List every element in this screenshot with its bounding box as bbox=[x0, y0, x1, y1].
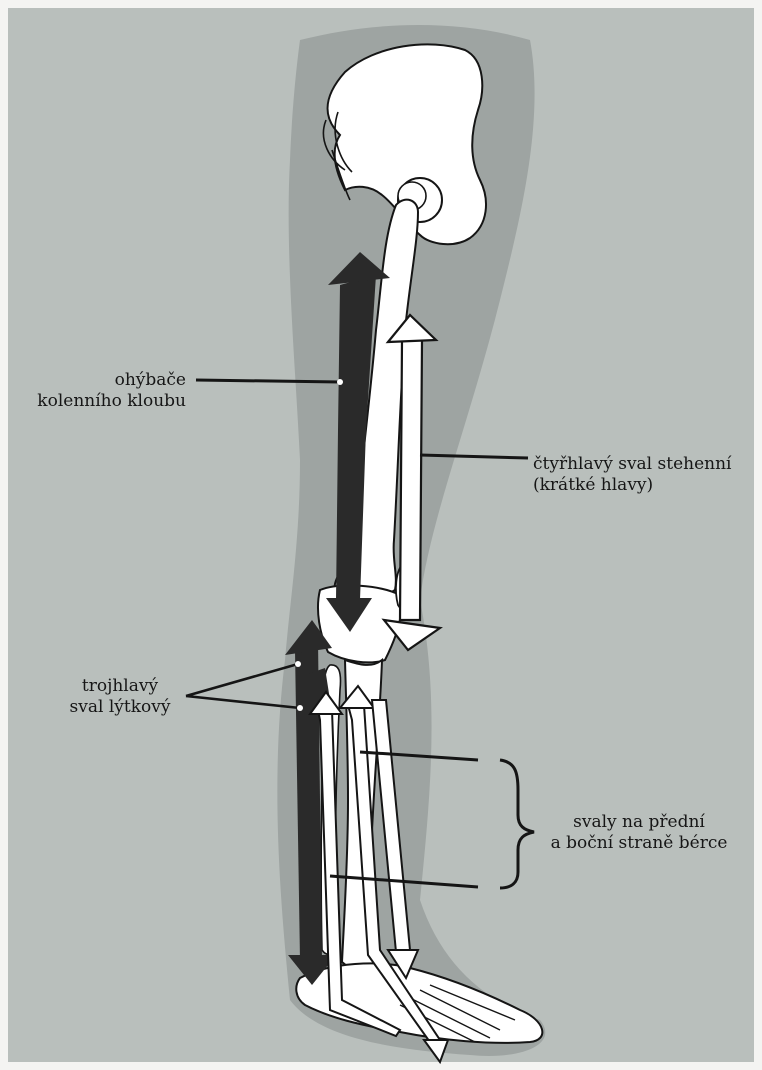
quadriceps-arrow-shaft bbox=[400, 340, 422, 620]
shin-muscles-label-line-1: svaly na přední bbox=[548, 812, 730, 833]
shin-muscles-label-line-2: a boční straně bérce bbox=[548, 833, 730, 854]
hamstrings-leader-dot bbox=[337, 379, 343, 385]
hamstrings-label-line-1: ohýbače bbox=[24, 370, 186, 391]
triceps-leader-dot-1 bbox=[295, 661, 301, 667]
hamstrings-label-line-2: kolenního kloubu bbox=[24, 391, 186, 412]
quadriceps-label-line-2: (krátké hlavy) bbox=[533, 475, 731, 496]
triceps-leader-dot-2 bbox=[297, 705, 303, 711]
triceps-surae-label-line-1: trojhlavý bbox=[60, 676, 180, 697]
triceps-surae-label: trojhlavý sval lýtkový bbox=[60, 676, 180, 718]
shin-group-brace bbox=[500, 760, 534, 888]
quadriceps-label-line-1: čtyřhlavý sval stehenní bbox=[533, 454, 731, 475]
triceps-surae-label-line-2: sval lýtkový bbox=[60, 697, 180, 718]
quadriceps-label: čtyřhlavý sval stehenní (krátké hlavy) bbox=[533, 454, 731, 496]
hamstrings-label: ohýbače kolenního kloubu bbox=[24, 370, 186, 412]
triceps-leader-line-1 bbox=[186, 664, 298, 696]
hamstrings-leader-line bbox=[196, 380, 340, 382]
shin-muscles-label: svaly na přední a boční straně bérce bbox=[548, 812, 730, 854]
